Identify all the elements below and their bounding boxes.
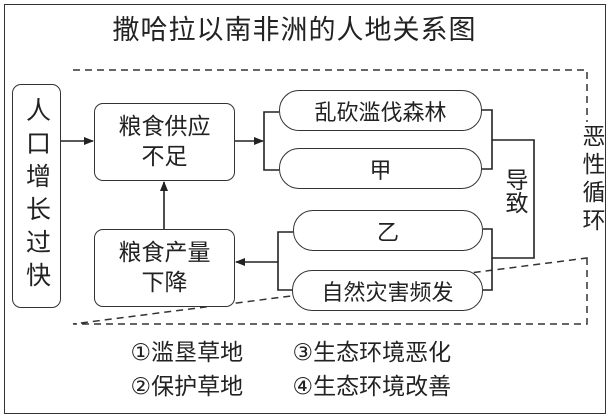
vicious-cycle-text: 恶性循环 [578,124,604,236]
disasters-label: 自然灾害频发 [321,280,454,306]
node-yi: 乙 [293,210,483,251]
options-row-2: ②保护草地 ④生态环境改善 [0,370,613,404]
yi-label: 乙 [376,220,399,246]
option-3: ③生态环境恶化 [292,340,452,366]
yield-decline-line1: 粮食产量 [118,240,211,266]
deforestation-label: 乱砍滥伐森林 [314,100,447,126]
node-deforestation: 乱砍滥伐森林 [279,90,482,131]
option-1: ①滥垦草地 [130,340,244,366]
options-legend: ①滥垦草地 ③生态环境恶化 ②保护草地 ④生态环境改善 [0,336,613,404]
cycle-boundary [72,69,588,325]
cause-label: 导致 [497,168,531,224]
yield-decline-line2: 下降 [141,270,188,296]
node-food-shortage: 粮食供应 不足 [94,103,235,181]
bracket-left-bottom [277,231,293,291]
node-yield-decline: 粮食产量 下降 [94,229,235,307]
population-label: 人口增长过快 [22,97,52,295]
option-4: ④生态环境改善 [292,374,452,400]
bracket-left-top [263,111,279,171]
bracket-right-bottom [483,228,493,291]
title-text: 撒哈拉以南非洲的人地关系图 [112,15,477,46]
cause-connector [492,139,535,259]
node-population-growth: 人口增长过快 [12,84,61,308]
node-natural-disasters: 自然灾害频发 [292,270,483,311]
food-shortage-line1: 粮食供应 [118,114,211,140]
options-row-1: ①滥垦草地 ③生态环境恶化 [0,336,613,370]
option-2: ②保护草地 [130,374,244,400]
jia-label: 甲 [369,158,392,184]
vicious-cycle-label: 恶性循环 [574,124,604,246]
diagram-frame [4,4,606,414]
food-shortage-line2: 不足 [141,144,188,170]
diagram-title: 撒哈拉以南非洲的人地关系图 [0,8,613,47]
bracket-right-top [482,109,493,170]
node-jia: 甲 [279,148,482,189]
cause-text: 导致 [501,168,527,214]
